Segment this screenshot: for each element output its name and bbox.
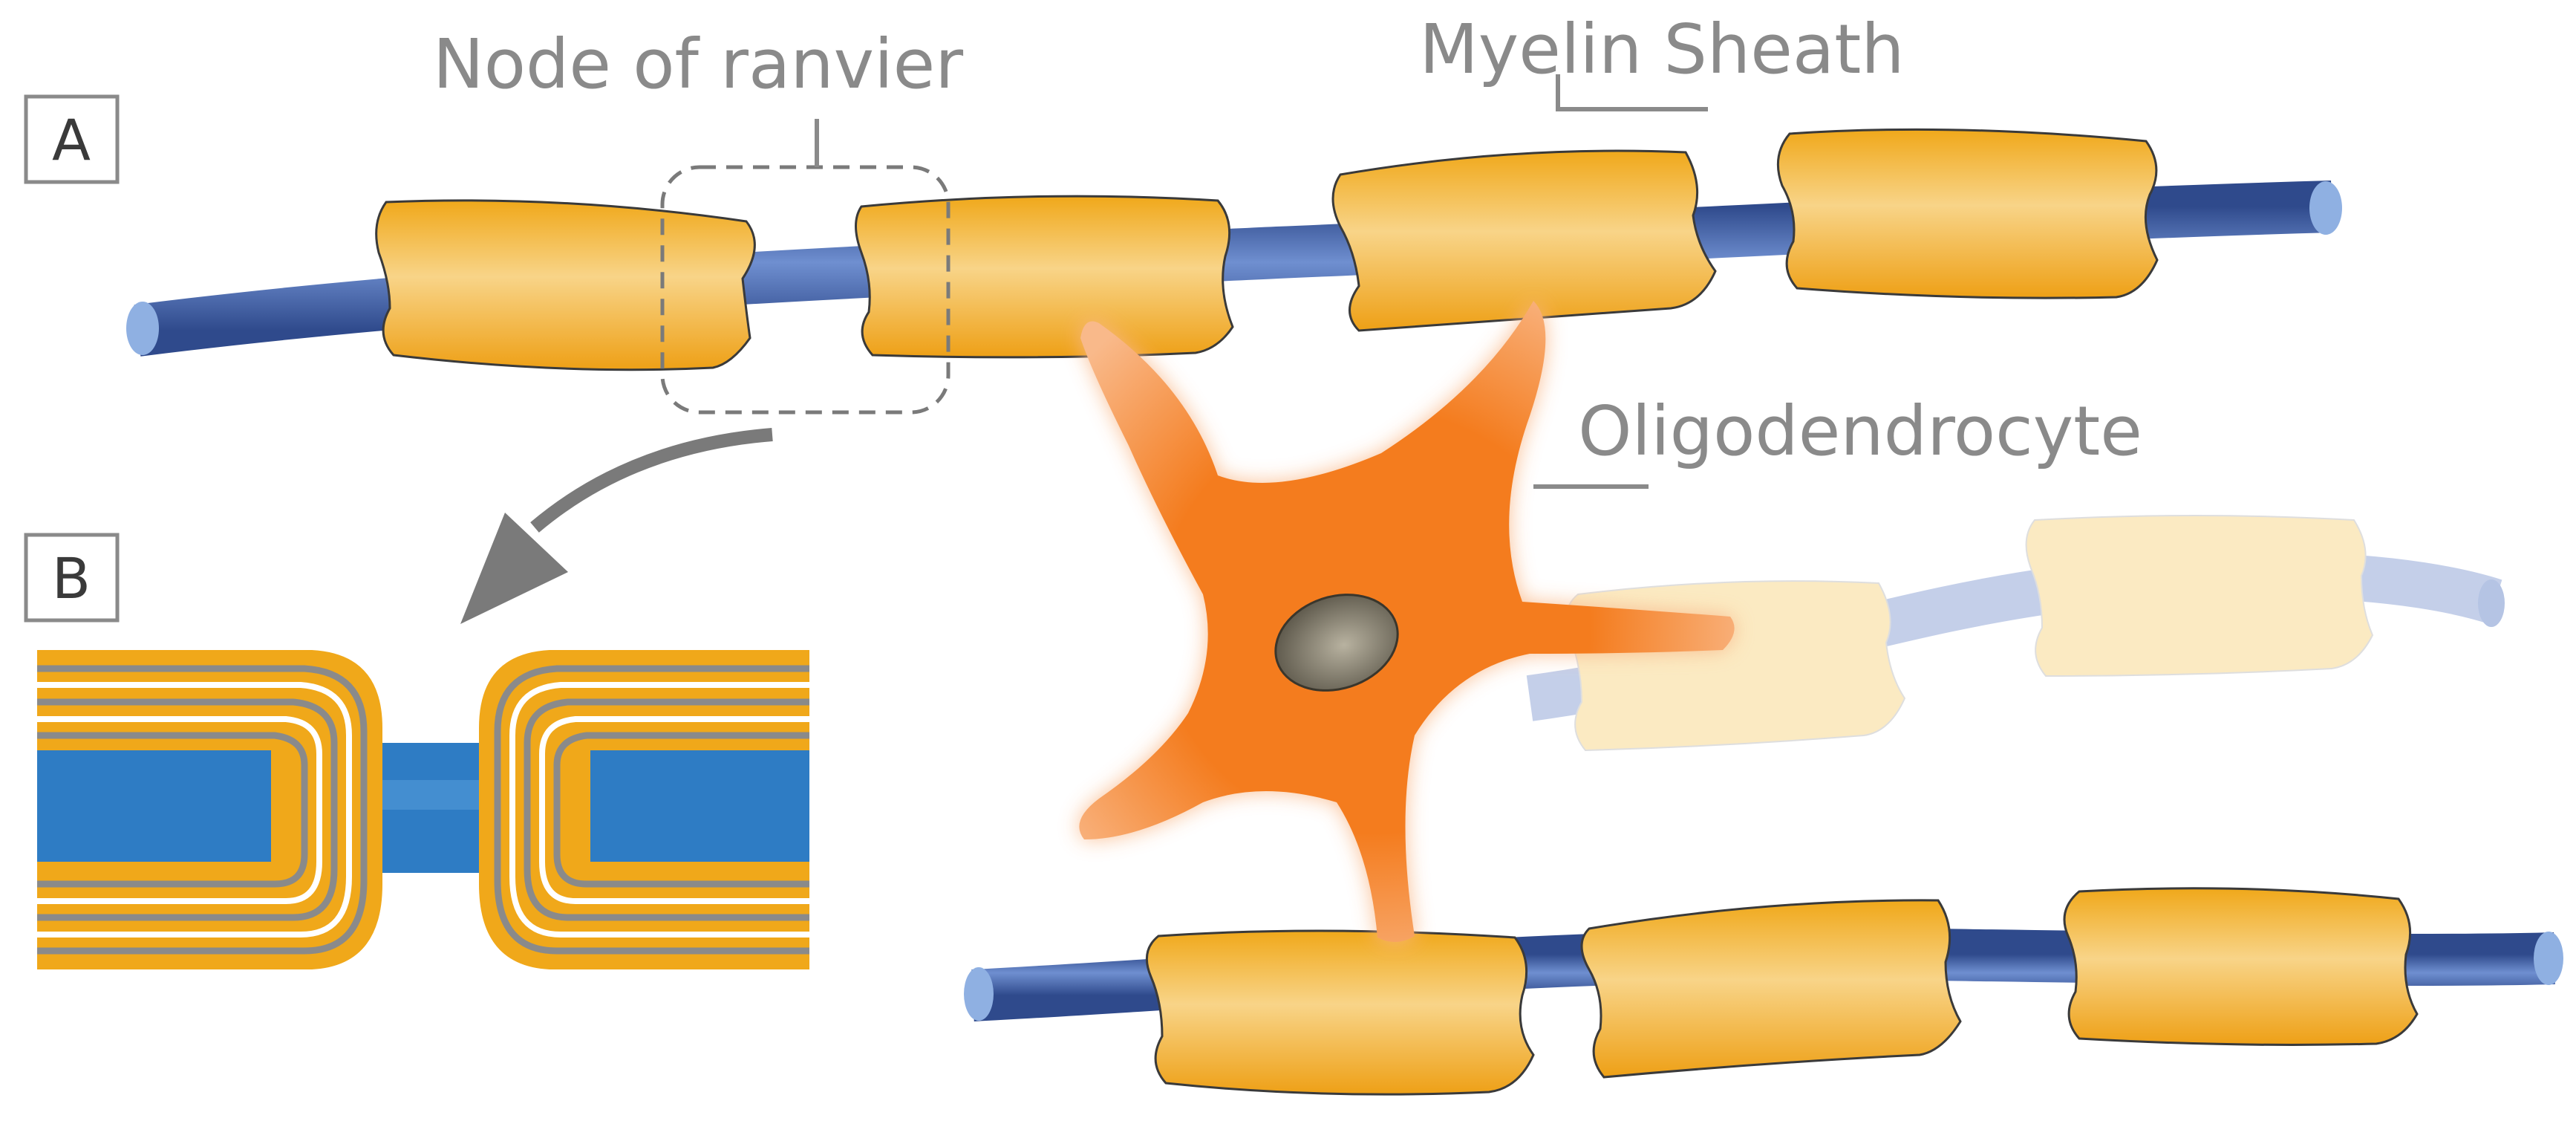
myelin-segment [2063, 887, 2419, 1046]
top-axon-end-right [2309, 181, 2342, 235]
myelin-segment [375, 199, 756, 371]
curved-arrow-head [460, 513, 568, 624]
bottom-axon-end-left [964, 967, 994, 1021]
background-axon [1526, 551, 2502, 721]
bottom-axon-end-right [2534, 932, 2563, 985]
myelin-segment [1145, 929, 1535, 1096]
panel-a-label: A [52, 107, 91, 173]
myelin-segment [1776, 128, 2159, 299]
myelin-segment-faded [1565, 580, 1906, 752]
detail-myelin-right [479, 650, 809, 969]
top-axon-group [126, 128, 2342, 371]
detail-myelin-left [37, 650, 382, 969]
top-axon-end-left [126, 302, 159, 355]
panel-a-box [24, 94, 120, 184]
background-axon-end [2478, 579, 2505, 627]
oligodendrocyte-cell [1079, 301, 1735, 943]
myelin-segment [1580, 899, 1962, 1079]
myelin-segment [855, 195, 1234, 359]
oligodendrocyte-label: Oligodendrocyte [1578, 391, 2142, 471]
myelin-segment-faded [2025, 515, 2374, 678]
node-of-ranvier-label: Node of ranvier [433, 25, 963, 104]
bottom-axon-group [964, 887, 2563, 1096]
oligodendrocyte-body [1079, 301, 1735, 943]
node-of-ranvier-highlight [660, 165, 950, 415]
myelin-segment [1331, 149, 1717, 332]
myelin-sheath-label: Myelin Sheath [1419, 10, 1904, 89]
myelin-sheath-leader [1556, 74, 1708, 111]
panel-b-detail [37, 650, 809, 969]
nucleus [1274, 594, 1399, 692]
curved-arrow-icon [530, 428, 773, 533]
panel-b-label: B [52, 545, 91, 611]
panel-b-box [24, 533, 120, 623]
